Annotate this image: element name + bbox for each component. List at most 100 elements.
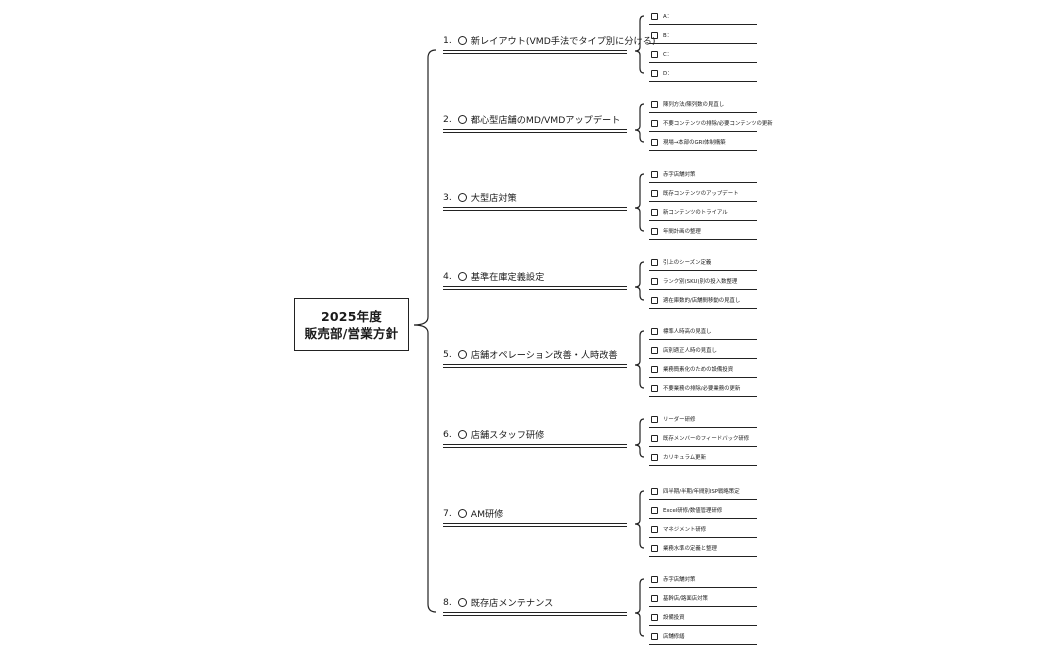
- task-item[interactable]: 業務水準の定義と整理: [649, 540, 757, 557]
- task-item[interactable]: 既存メンバーのフィードバック研修: [649, 430, 757, 447]
- branch-node-5[interactable]: 5.店舗オペレーション改善・人時改善: [443, 347, 633, 368]
- checkbox-icon[interactable]: [651, 69, 658, 77]
- checkbox-icon[interactable]: [651, 31, 658, 39]
- task-brace-3: [634, 173, 645, 232]
- checkbox-icon[interactable]: [651, 227, 658, 235]
- checkbox-icon[interactable]: [651, 594, 658, 602]
- branch-underline: [443, 207, 627, 211]
- checkbox-icon[interactable]: [651, 487, 658, 495]
- checkbox-icon[interactable]: [651, 613, 658, 621]
- checkbox-icon[interactable]: [651, 506, 658, 514]
- checkbox-icon[interactable]: [651, 525, 658, 533]
- circle-icon: [457, 271, 467, 281]
- task-item[interactable]: Excel研修/数値管理研修: [649, 502, 757, 519]
- task-brace-8: [634, 578, 645, 637]
- checkbox-icon[interactable]: [651, 384, 658, 392]
- task-item[interactable]: 不要業務の排除/必要業務の更新: [649, 380, 757, 397]
- task-label: カリキュラム更新: [663, 455, 706, 461]
- branch-title: 新レイアウト(VMD手法でタイプ別に分ける): [470, 36, 656, 47]
- checkbox-icon[interactable]: [651, 277, 658, 285]
- root-title-year: 2025年度: [321, 308, 382, 324]
- task-item[interactable]: 基幹店/路面店対策: [649, 590, 757, 607]
- task-label: 引上のシーズン定義: [663, 260, 712, 266]
- branch-heading: 3.大型店対策: [443, 190, 517, 205]
- task-brace-4: [634, 261, 645, 301]
- task-item[interactable]: C：: [649, 46, 757, 63]
- task-label: 陳列方法/陳列数の見直し: [663, 102, 725, 108]
- task-label: ランク別(SKU)別の投入数整理: [663, 279, 738, 285]
- branch-heading: 8.既存店メンテナンス: [443, 595, 553, 610]
- task-item[interactable]: 陳列方法/陳列数の見直し: [649, 96, 757, 113]
- checkbox-icon[interactable]: [651, 50, 658, 58]
- checkbox-icon[interactable]: [651, 208, 658, 216]
- checkbox-icon[interactable]: [651, 434, 658, 442]
- task-label: 不要業務の排除/必要業務の更新: [663, 386, 741, 392]
- task-item[interactable]: 適在庫数的/店舗間移動の見直し: [649, 292, 757, 309]
- root-brace: [413, 49, 437, 613]
- task-label: 四半期/半期/年間別ISP戦略策定: [663, 489, 740, 495]
- checkbox-icon[interactable]: [651, 189, 658, 197]
- checkbox-icon[interactable]: [651, 296, 658, 304]
- task-item[interactable]: 新コンテンツのトライアル: [649, 204, 757, 221]
- checkbox-icon[interactable]: [651, 138, 658, 146]
- task-label: 赤字店舗対策: [663, 172, 696, 178]
- task-item[interactable]: 現場→本部のGRI体制構築: [649, 134, 757, 151]
- checkbox-icon[interactable]: [651, 575, 658, 583]
- task-item[interactable]: A：: [649, 8, 757, 25]
- task-item[interactable]: 標準人時高の見直し: [649, 323, 757, 340]
- task-item[interactable]: 赤字店舗対策: [649, 571, 757, 588]
- branch-node-8[interactable]: 8.既存店メンテナンス: [443, 595, 633, 616]
- checkbox-icon[interactable]: [651, 632, 658, 640]
- branch-node-4[interactable]: 4.基準在庫定義設定: [443, 269, 633, 290]
- branch-node-3[interactable]: 3.大型店対策: [443, 190, 633, 211]
- task-item[interactable]: D：: [649, 65, 757, 82]
- task-item[interactable]: ランク別(SKU)別の投入数整理: [649, 273, 757, 290]
- task-label: 店舗修繕: [663, 634, 685, 640]
- branch-underline: [443, 612, 627, 616]
- task-item[interactable]: 既存コンテンツのアップデート: [649, 185, 757, 202]
- branch-underline: [443, 444, 627, 448]
- branch-node-1[interactable]: 1.新レイアウト(VMD手法でタイプ別に分ける): [443, 33, 655, 54]
- task-item[interactable]: リーダー研修: [649, 411, 757, 428]
- task-item[interactable]: 四半期/半期/年間別ISP戦略策定: [649, 483, 757, 500]
- branch-node-7[interactable]: 7.AM研修: [443, 506, 633, 527]
- branch-node-6[interactable]: 6.店舗スタッフ研修: [443, 427, 633, 448]
- task-item[interactable]: 不要コンテンツの排除/必要コンテンツの更新: [649, 115, 773, 132]
- root-node[interactable]: 2025年度 販売部/営業方針: [294, 298, 409, 351]
- checkbox-icon[interactable]: [651, 12, 658, 20]
- branch-node-2[interactable]: 2.都心型店舗のMD/VMDアップデート: [443, 112, 633, 133]
- task-item[interactable]: 店別適正人時の見直し: [649, 342, 757, 359]
- branch-heading: 2.都心型店舗のMD/VMDアップデート: [443, 112, 620, 127]
- checkbox-icon[interactable]: [651, 453, 658, 461]
- checkbox-icon[interactable]: [651, 100, 658, 108]
- task-item[interactable]: 引上のシーズン定義: [649, 254, 757, 271]
- task-brace-6: [634, 418, 645, 458]
- branch-title: AM研修: [470, 509, 504, 520]
- circle-icon: [457, 429, 467, 439]
- branch-heading: 6.店舗スタッフ研修: [443, 427, 544, 442]
- task-item[interactable]: 業務簡素化のための設備投資: [649, 361, 757, 378]
- task-label: D：: [663, 71, 673, 77]
- checkbox-icon[interactable]: [651, 170, 658, 178]
- task-item[interactable]: 店舗修繕: [649, 628, 757, 645]
- branch-heading: 7.AM研修: [443, 506, 504, 521]
- circle-icon: [457, 114, 467, 124]
- task-item[interactable]: マネジメント研修: [649, 521, 757, 538]
- branch-heading: 5.店舗オペレーション改善・人時改善: [443, 347, 618, 362]
- checkbox-icon[interactable]: [651, 415, 658, 423]
- task-item[interactable]: カリキュラム更新: [649, 449, 757, 466]
- branch-number: 6.: [443, 428, 452, 440]
- checkbox-icon[interactable]: [651, 327, 658, 335]
- branch-heading: 4.基準在庫定義設定: [443, 269, 544, 284]
- checkbox-icon[interactable]: [651, 544, 658, 552]
- checkbox-icon[interactable]: [651, 346, 658, 354]
- task-item[interactable]: 年間計画の整理: [649, 223, 757, 240]
- checkbox-icon[interactable]: [651, 365, 658, 373]
- task-item[interactable]: 設備投資: [649, 609, 757, 626]
- task-item[interactable]: 赤字店舗対策: [649, 166, 757, 183]
- checkbox-icon[interactable]: [651, 119, 658, 127]
- task-label: 現場→本部のGRI体制構築: [663, 140, 726, 146]
- task-item[interactable]: B：: [649, 27, 757, 44]
- checkbox-icon[interactable]: [651, 258, 658, 266]
- task-label: 店別適正人時の見直し: [663, 348, 717, 354]
